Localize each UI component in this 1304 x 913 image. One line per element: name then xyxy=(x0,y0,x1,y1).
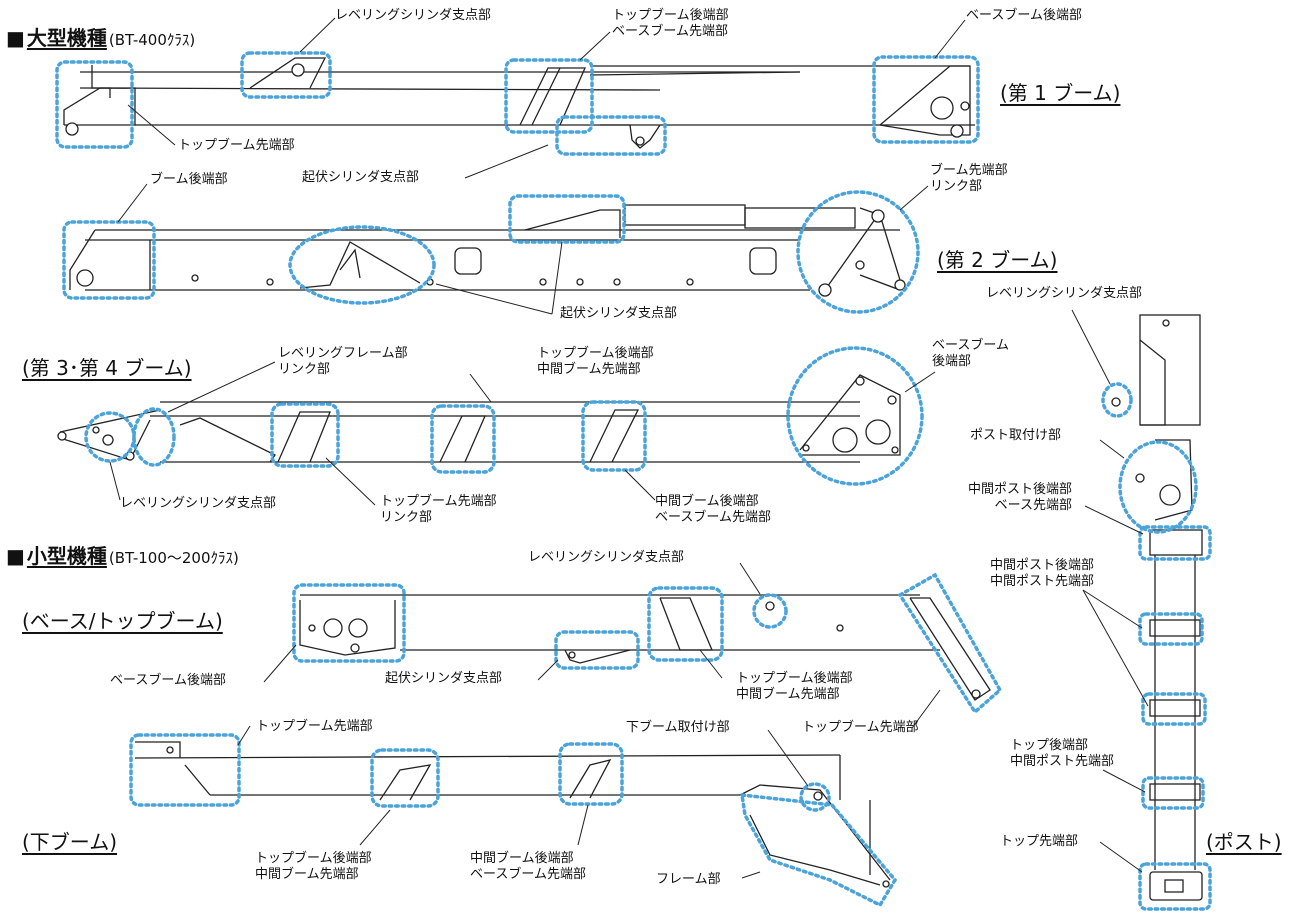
label-line: ベースブーム先端部 xyxy=(612,24,728,39)
label-line: ベースブーム xyxy=(932,338,1009,353)
label-line: ベースブーム先端部 xyxy=(470,867,586,882)
leader-lines xyxy=(109,17,1149,879)
label-boom-tip-link: ブーム先端部リンク部 xyxy=(930,163,1008,195)
label-leveling-cyl-3: レベリングシリンダ支点部 xyxy=(120,496,277,511)
label-top-rear-small: トップブーム後端部中間ブーム先端部 xyxy=(736,671,853,703)
label-base-rear-3: ベースブーム後端部 xyxy=(932,338,1009,370)
label-line: 中間ポスト先端部 xyxy=(990,574,1095,589)
label-top-rear-post: トップ後端部中間ポスト先端部 xyxy=(1010,738,1114,770)
label-base-rear: ベースブーム後端部 xyxy=(966,8,1082,23)
label-mid-rear-lower: 中間ブーム後端部ベースブーム先端部 xyxy=(470,851,586,883)
section-boom1: (第 1 ブーム) xyxy=(1000,81,1121,105)
large-model-header: ■大型機種(BT-400ｸﾗｽ) xyxy=(6,22,195,51)
label-line: トップブーム後端部 xyxy=(736,671,853,686)
label-mid-post-both: 中間ポスト後端部中間ポスト先端部 xyxy=(990,558,1094,590)
boom2-drawing xyxy=(69,204,906,297)
label-line: 中間ブーム先端部 xyxy=(255,867,359,882)
label-line: ベース先端部 xyxy=(994,498,1072,513)
label-top-tip-post: トップ先端部 xyxy=(1000,834,1079,849)
label-top-rear-3: トップブーム後端部中間ブーム先端部 xyxy=(537,346,654,378)
post-drawing xyxy=(1111,314,1203,901)
label-top-rear: トップブーム後端部ベースブーム先端部 xyxy=(612,8,729,40)
small-model-header: ■小型機種(BT-100〜200ｸﾗｽ) xyxy=(6,540,239,569)
header-square-icon: ■ xyxy=(6,544,25,568)
label-line: リンク部 xyxy=(380,510,433,525)
label-line: レベリングフレーム部 xyxy=(278,346,408,361)
boom34-drawing xyxy=(57,374,901,463)
label-line: 中間ブーム後端部 xyxy=(655,494,759,509)
section-boom2: (第 2 ブーム) xyxy=(937,248,1058,272)
label-line: 後端部 xyxy=(932,354,972,369)
highlight-regions xyxy=(55,51,1212,911)
label-line: 中間ブーム先端部 xyxy=(736,687,840,702)
label-line: リンク部 xyxy=(278,362,331,377)
boom1-drawing xyxy=(63,57,975,149)
label-line: トップ後端部 xyxy=(1010,738,1089,753)
label-luffing-cyl-2: 起伏シリンダ支点部 xyxy=(560,306,678,321)
label-post-mount: ポスト取付け部 xyxy=(970,428,1062,443)
base-top-boom-drawing xyxy=(299,594,991,701)
label-line: 中間ポスト後端部 xyxy=(967,482,1072,497)
label-line: ベースブーム先端部 xyxy=(655,510,771,525)
label-leveling-frame: レベリングフレーム部リンク部 xyxy=(278,346,408,378)
section-post: (ポスト) xyxy=(1206,830,1282,854)
label-leveling-cyl-small: レベリングシリンダ支点部 xyxy=(528,550,685,565)
label-top-tip: トップブーム先端部 xyxy=(178,138,295,153)
large-model-sub: (BT-400ｸﾗｽ) xyxy=(108,31,196,49)
small-model-title: 小型機種 xyxy=(26,544,107,568)
label-boom-rear: ブーム後端部 xyxy=(150,172,228,187)
label-base-rear-small: ベースブーム後端部 xyxy=(110,673,226,688)
label-line: トップブーム後端部 xyxy=(537,346,654,361)
label-mid-rear: 中間ブーム後端部ベースブーム先端部 xyxy=(655,494,771,526)
large-model-title: 大型機種 xyxy=(26,26,107,50)
label-line: トップブーム後端部 xyxy=(612,8,729,23)
label-top-tip-small: トップブーム先端部 xyxy=(802,720,919,735)
section-lower: (下ブーム) xyxy=(22,830,118,854)
label-line: リンク部 xyxy=(930,179,983,194)
label-line: 中間ブーム後端部 xyxy=(470,851,574,866)
label-leveling-cyl: レベリングシリンダ支点部 xyxy=(335,8,492,23)
label-line: トップブーム先端部 xyxy=(380,494,497,509)
small-model-sub: (BT-100〜200ｸﾗｽ) xyxy=(108,549,239,567)
label-lower-mount: 下ブーム取付け部 xyxy=(626,720,730,735)
label-luffing-small: 起伏シリンダ支点部 xyxy=(385,671,503,686)
label-mid-post-rear: 中間ポスト後端部ベース先端部 xyxy=(968,482,1072,514)
label-line: 中間ポスト後端部 xyxy=(990,558,1095,573)
label-top-tip-lower: トップブーム先端部 xyxy=(256,719,373,734)
label-frame: フレーム部 xyxy=(656,872,721,887)
label-luffing-cyl: 起伏シリンダ支点部 xyxy=(302,170,420,185)
section-boom34: (第 3･第 4 ブーム) xyxy=(22,356,192,380)
lower-boom-drawing xyxy=(134,741,891,888)
section-base-top: (ベース/トップブーム) xyxy=(22,609,223,633)
label-top-rear-lower: トップブーム後端部中間ブーム先端部 xyxy=(255,851,372,883)
label-line: ブーム先端部 xyxy=(930,163,1008,178)
label-top-tip-link: トップブーム先端部リンク部 xyxy=(380,494,497,526)
label-line: 中間ポスト先端部 xyxy=(1010,754,1115,769)
header-square-icon: ■ xyxy=(6,26,25,50)
label-line: 中間ブーム先端部 xyxy=(537,362,641,377)
label-leveling-cyl-post: レベリングシリンダ支点部 xyxy=(986,286,1143,301)
label-line: トップブーム後端部 xyxy=(255,851,372,866)
